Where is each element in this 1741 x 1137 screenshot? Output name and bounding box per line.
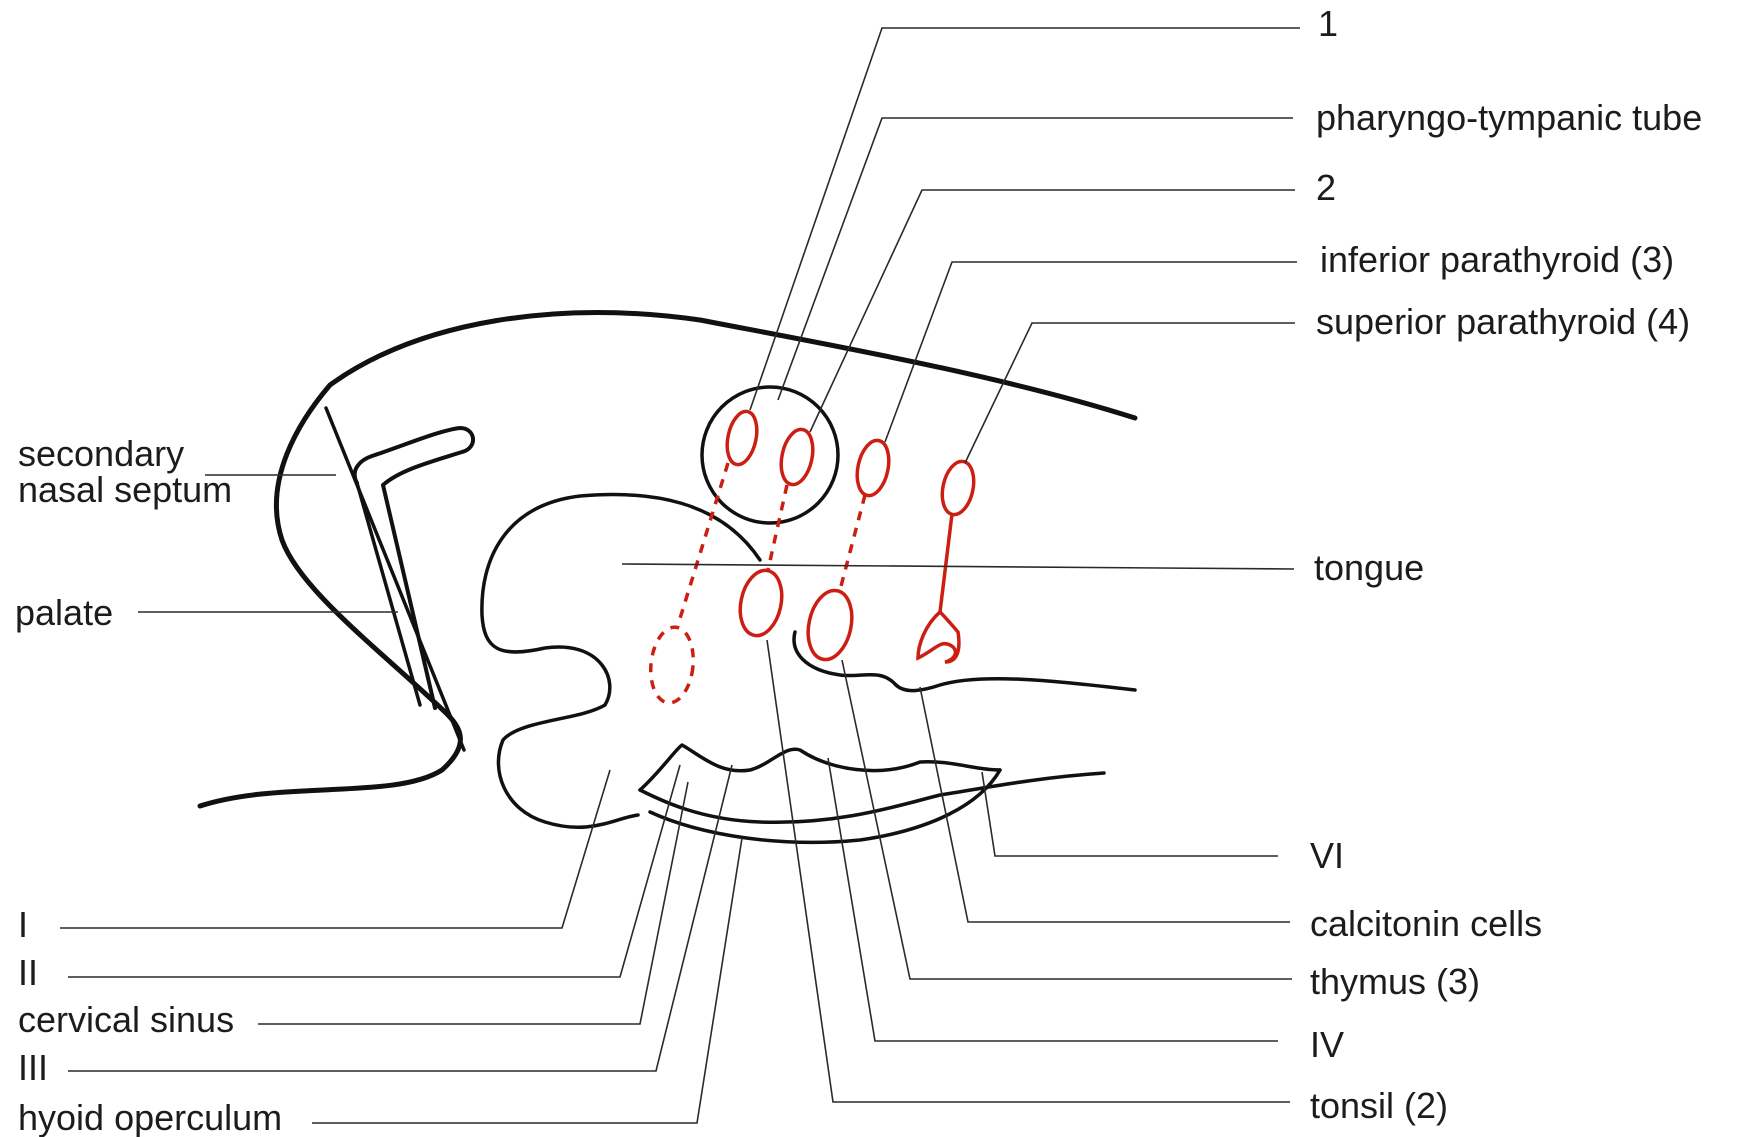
arch-ridge-outline bbox=[640, 745, 1000, 790]
label-nasal-septum: nasal septum bbox=[18, 469, 232, 510]
leader-inferior-parathyroid bbox=[885, 262, 1297, 442]
leader-ii bbox=[68, 765, 680, 977]
palate-outline bbox=[355, 428, 473, 708]
label-thymus: thymus (3) bbox=[1310, 961, 1480, 1002]
pouch-region-circle bbox=[702, 387, 838, 523]
label-hyoid-operculum: hyoid operculum bbox=[18, 1097, 282, 1137]
leader-thymus bbox=[842, 660, 1292, 979]
thymus-oval bbox=[802, 586, 858, 663]
label-vi: VI bbox=[1310, 835, 1344, 876]
dashed-connector-3 bbox=[840, 495, 865, 590]
anatomy-outlines bbox=[200, 313, 1135, 843]
label-pharyngo-tympanic-tube: pharyngo-tympanic tube bbox=[1316, 97, 1702, 138]
label-iii: III bbox=[18, 1047, 48, 1088]
inferior-parathyroid-oval bbox=[853, 437, 894, 498]
tongue-outline bbox=[482, 494, 760, 827]
label-inferior-parathyroid: inferior parathyroid (3) bbox=[1320, 239, 1674, 280]
label-cervical-sinus: cervical sinus bbox=[18, 999, 234, 1040]
right-labels: 1 pharyngo-tympanic tube 2 inferior para… bbox=[1310, 3, 1702, 1126]
leader-i bbox=[60, 770, 610, 928]
leader-pharyngo-tympanic bbox=[778, 118, 1293, 400]
label-calcitonin-cells: calcitonin cells bbox=[1310, 903, 1542, 944]
leader-lines bbox=[60, 28, 1300, 1123]
leader-calcitonin bbox=[920, 687, 1290, 922]
label-i: I bbox=[18, 904, 28, 945]
leader-tongue bbox=[622, 564, 1294, 569]
label-1: 1 bbox=[1318, 3, 1338, 44]
left-labels: secondary nasal septum palate I II cervi… bbox=[15, 433, 282, 1137]
label-superior-parathyroid: superior parathyroid (4) bbox=[1316, 301, 1690, 342]
head-outline bbox=[200, 313, 1135, 806]
label-ii: II bbox=[18, 952, 38, 993]
pouch-1-derivative-oval bbox=[723, 409, 762, 468]
leader-hyoid-operculum bbox=[312, 838, 742, 1123]
solid-connector-calcitonin bbox=[940, 514, 952, 612]
leader-superior-parathyroid bbox=[965, 323, 1295, 463]
label-palate: palate bbox=[15, 592, 113, 633]
label-iv: IV bbox=[1310, 1024, 1344, 1065]
leader-vi bbox=[982, 772, 1278, 856]
calcitonin-body-shape bbox=[918, 612, 959, 662]
label-tongue: tongue bbox=[1314, 547, 1424, 588]
label-secondary: secondary bbox=[18, 433, 184, 474]
pouch-2-derivative-oval bbox=[777, 426, 818, 487]
superior-parathyroid-oval bbox=[938, 458, 979, 517]
leader-tonsil bbox=[767, 640, 1290, 1102]
label-tonsil: tonsil (2) bbox=[1310, 1085, 1448, 1126]
operculum-outline bbox=[650, 770, 1000, 842]
dashed-connector-2 bbox=[768, 485, 787, 570]
pouch-derivatives bbox=[647, 409, 978, 705]
label-2: 2 bbox=[1316, 167, 1336, 208]
pouch-1-dashed-oval bbox=[647, 625, 697, 705]
dashed-connector-1 bbox=[678, 463, 728, 625]
tonsil-oval bbox=[735, 567, 788, 640]
leader-iv bbox=[828, 758, 1278, 1041]
leader-1 bbox=[750, 28, 1300, 410]
